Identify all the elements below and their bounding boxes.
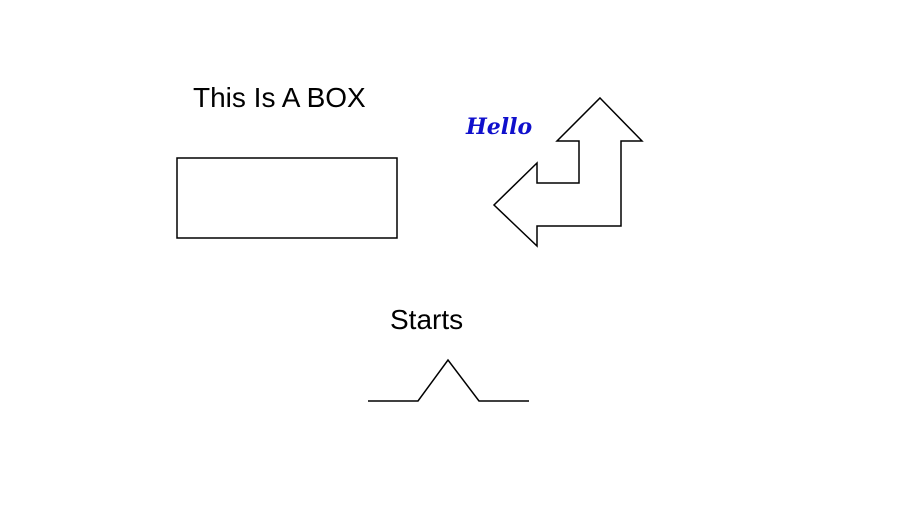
box-title-label: This Is A BOX [193,82,366,113]
peak-waveform-line [368,358,529,402]
box-rectangle [176,157,398,239]
hello-label: Hello [466,114,533,140]
l-shaped-arrow [492,96,644,248]
starts-label: Starts [390,304,464,335]
